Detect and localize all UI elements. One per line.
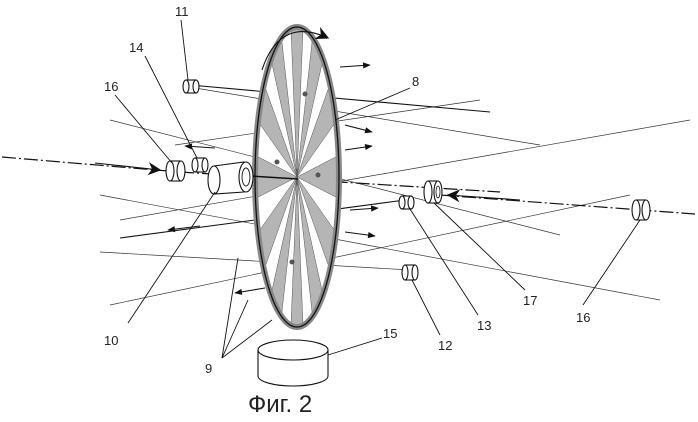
lens-face	[424, 181, 432, 203]
leader-12	[412, 280, 440, 335]
leader-14	[145, 56, 197, 158]
lens-face	[412, 265, 418, 280]
leader-16	[583, 220, 640, 305]
lens-face	[183, 80, 189, 93]
input-arrow	[95, 163, 160, 170]
label-13: 13	[477, 318, 491, 333]
arrow-head	[345, 125, 372, 132]
component-12	[402, 265, 418, 280]
label-8: 8	[412, 74, 419, 89]
leader-9	[222, 258, 238, 358]
arrow-head	[235, 288, 265, 293]
lens-face	[202, 158, 208, 172]
beam-line	[100, 252, 410, 270]
arrow-head	[345, 146, 372, 150]
arrow-head	[340, 65, 370, 67]
beam-lines	[100, 85, 690, 305]
label-16: 16	[104, 79, 118, 94]
lens-face	[402, 265, 408, 280]
component-17	[424, 181, 442, 203]
component-16-right	[632, 200, 650, 220]
component-16-left	[166, 161, 185, 181]
arrow-head	[345, 232, 375, 236]
leader-15	[328, 338, 382, 355]
label-12: 12	[438, 338, 452, 353]
label-9: 9	[205, 361, 212, 376]
label-10: 10	[104, 333, 118, 348]
lens-face	[193, 80, 199, 93]
disk-hole	[275, 160, 280, 165]
leader-11	[181, 20, 188, 80]
lens-face	[192, 158, 198, 172]
lens-face	[399, 196, 405, 209]
disk-sectors	[247, 0, 347, 355]
drum-top	[258, 340, 328, 360]
label-11: 11	[175, 4, 189, 19]
label-17: 17	[523, 293, 537, 308]
component-14	[192, 158, 208, 172]
component-13	[399, 196, 414, 209]
lens-face	[166, 161, 174, 181]
leader-lines	[115, 20, 640, 358]
label-16: 16	[576, 310, 590, 325]
label-14: 14	[129, 40, 143, 55]
hub-face	[208, 166, 220, 194]
optical-axis	[440, 195, 695, 214]
rotating-disk	[247, 0, 347, 355]
reference-labels: 11 14 16 8 10 9 15 12 13 17 16	[104, 4, 590, 376]
component-15	[258, 340, 328, 386]
beam-line	[190, 85, 490, 112]
figure-caption: Фиг. 2	[248, 391, 312, 418]
leader-9	[222, 300, 248, 358]
lens-face	[177, 161, 185, 181]
beam-line	[100, 195, 660, 300]
lens-face	[434, 181, 442, 203]
label-15: 15	[383, 326, 397, 341]
leader-16	[115, 95, 172, 163]
arrow-head	[350, 208, 378, 210]
leader-17	[434, 203, 525, 290]
disk-hole	[303, 92, 308, 97]
hub-face	[239, 162, 253, 192]
lens-face	[642, 200, 650, 220]
lens-face	[408, 196, 414, 209]
arrow-head	[185, 146, 215, 148]
disk-hole	[316, 173, 321, 178]
leader-13	[410, 209, 478, 315]
input-arrow	[448, 195, 520, 200]
disk-hole	[290, 260, 295, 265]
optical-axis	[2, 157, 168, 171]
lens-face	[632, 200, 640, 220]
component-11	[183, 80, 199, 93]
leader-10	[128, 192, 215, 323]
